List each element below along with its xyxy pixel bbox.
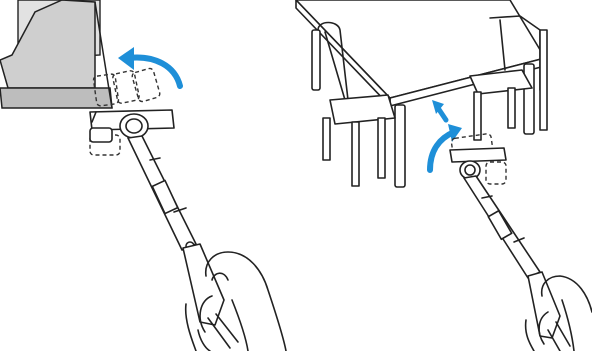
vacuum-handle-and-hand bbox=[183, 244, 286, 351]
curved-arrow-icon bbox=[118, 47, 180, 86]
vacuum-wand bbox=[128, 136, 196, 250]
vacuum-nozzle bbox=[450, 148, 506, 179]
vacuum-wand bbox=[464, 176, 540, 278]
right-panel bbox=[296, 0, 592, 351]
vacuum-handle-and-hand bbox=[526, 272, 592, 351]
left-panel bbox=[0, 0, 286, 351]
